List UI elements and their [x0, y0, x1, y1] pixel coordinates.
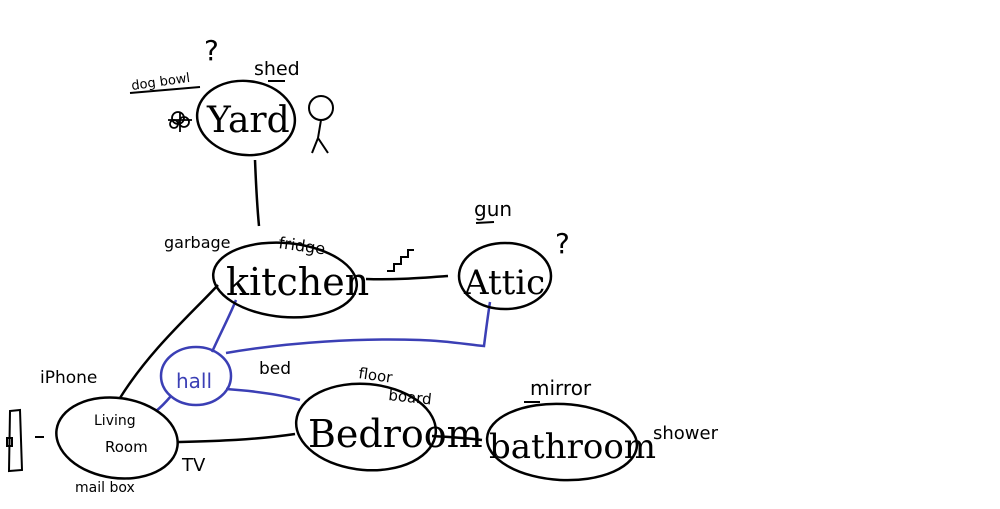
- gun-label: gun: [474, 197, 512, 221]
- edge-hall-bedroom: [225, 387, 301, 402]
- edge-kitchen-livingroom: [118, 284, 219, 399]
- shower-label: shower: [653, 423, 719, 444]
- garbage-label: garbage: [164, 233, 231, 252]
- stairs-icon: [387, 249, 414, 272]
- mailbox-icon: [6, 408, 44, 473]
- edge-hall-livingroom: [155, 395, 172, 412]
- kitchen-node: [211, 241, 359, 319]
- bathroom-node: [485, 402, 639, 482]
- person-icon: [308, 95, 334, 154]
- floor-board-label-line2: board: [388, 386, 433, 408]
- yard-node: [195, 79, 297, 157]
- bathroom-label: bathroom: [489, 427, 656, 467]
- edge-kitchen-attic: [365, 274, 449, 281]
- bed-label: bed: [259, 359, 291, 379]
- hall-node: [159, 345, 233, 407]
- livingroom-label-line2: Room: [105, 438, 148, 456]
- livingroom-node: [55, 396, 179, 480]
- yard-label: Yard: [206, 100, 290, 141]
- attic-node: [457, 241, 553, 311]
- gun-underline: [475, 221, 495, 224]
- mailbox-label: mail box: [75, 480, 135, 496]
- edge-hall-attic: [225, 301, 492, 355]
- attic-label: Attic: [463, 263, 545, 303]
- bedroom-node: [294, 382, 438, 472]
- kitchen-label: kitchen: [226, 260, 369, 304]
- floor-board-label-line1: floor: [357, 364, 394, 387]
- edge-yard-kitchen: [253, 159, 261, 227]
- dog-bowl-icon: [168, 111, 192, 132]
- yard-question-mark: ?: [204, 34, 219, 67]
- hall-label: hall: [176, 369, 212, 393]
- fridge-label: fridge: [277, 233, 326, 258]
- bedroom-label: Bedroom: [308, 412, 483, 456]
- dog-bowl-underline: [129, 86, 201, 94]
- edge-livingroom-bedroom: [177, 432, 296, 444]
- shed-label: shed: [254, 58, 300, 80]
- iphone-label: iPhone: [40, 368, 97, 388]
- livingroom-label-line1: Living: [94, 413, 136, 429]
- tv-label: TV: [181, 455, 206, 476]
- attic-question-mark: ?: [555, 227, 570, 260]
- mirror-label: mirror: [530, 376, 592, 400]
- edge-hall-kitchen: [210, 299, 238, 353]
